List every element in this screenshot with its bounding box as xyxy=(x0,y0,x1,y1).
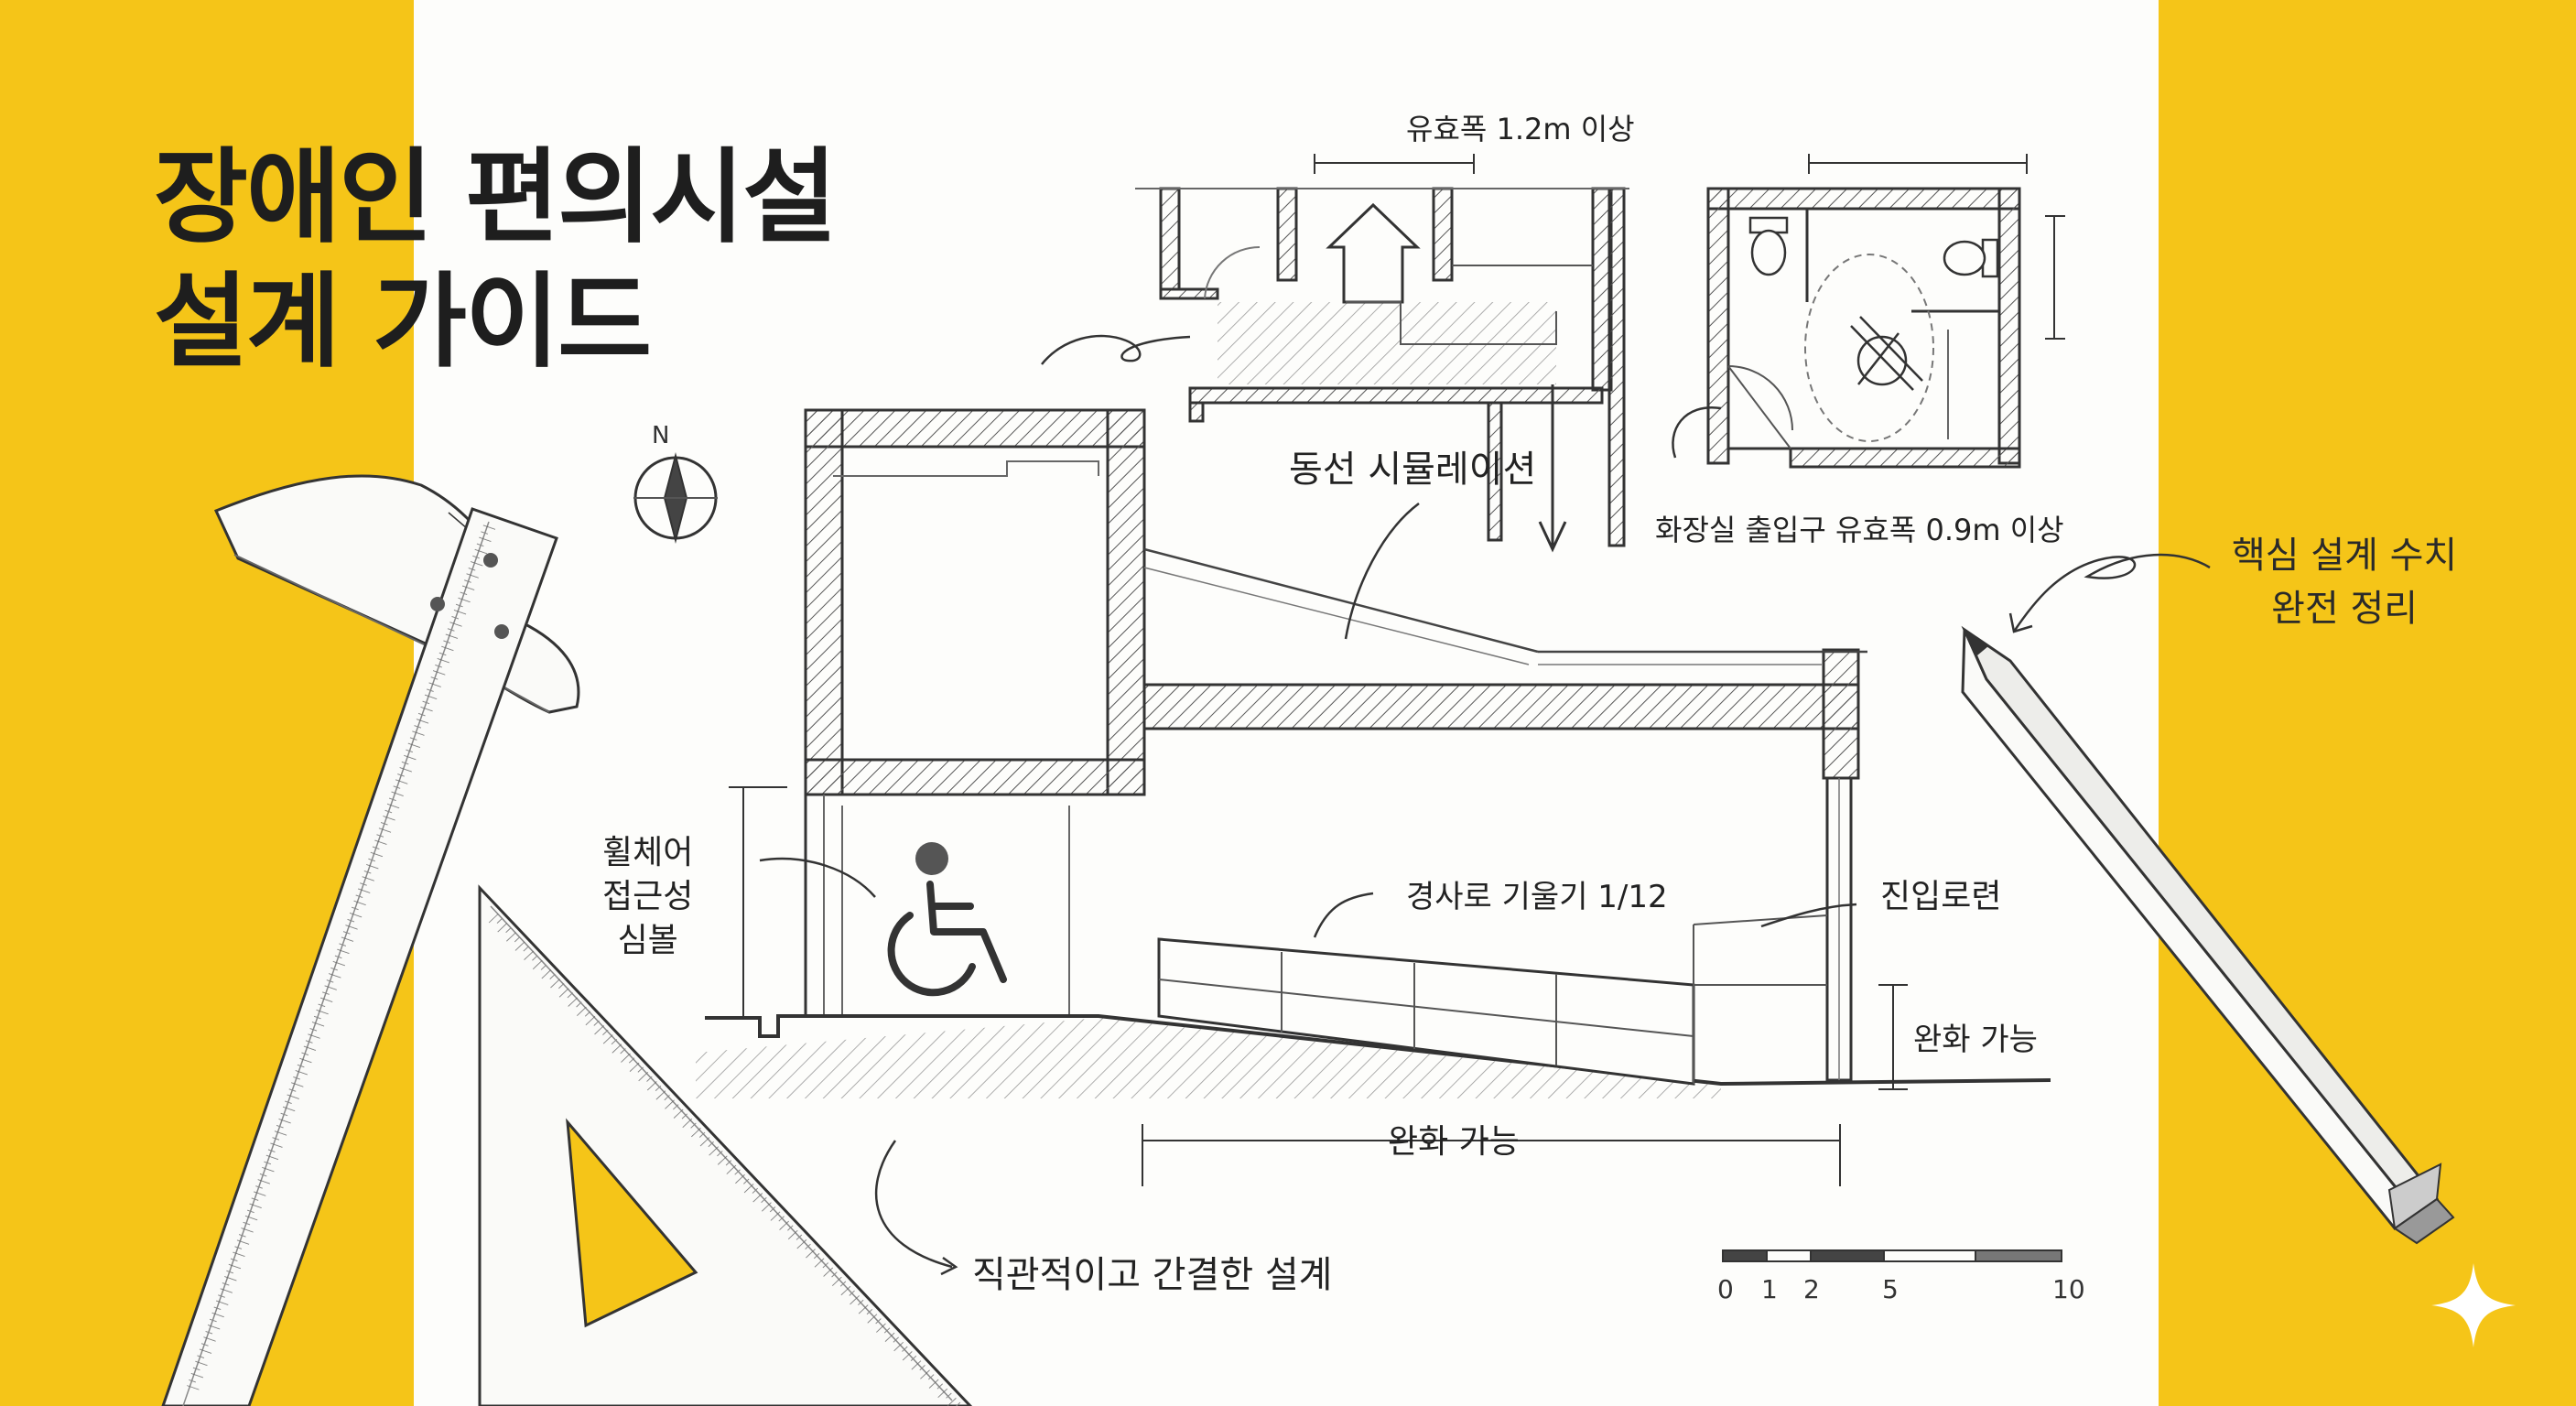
toilet-icon xyxy=(1748,216,1999,278)
wheelchair-plan-icon xyxy=(1850,316,1923,391)
ramp-slope-label: 경사로 기울기 1/12 xyxy=(1406,879,1668,915)
scale-tick-1: 1 xyxy=(1761,1274,1778,1304)
corridor-width-label: 유효폭 1.2m 이상 xyxy=(1406,112,1635,146)
compass-icon: N xyxy=(633,422,718,544)
key-figures-line-1: 핵심 설계 수치 xyxy=(2232,535,2458,577)
key-figures-note: 핵심 설계 수치 완전 정리 xyxy=(2232,529,2457,635)
toilet-door-label: 화장실 출입구 유효폭 0.9m 이상 xyxy=(1655,513,2064,547)
intuitive-design-label: 직관적이고 간결한 설계 xyxy=(972,1254,1333,1296)
title-line-1: 장애인 편의시설 xyxy=(154,138,837,257)
page-title: 장애인 편의시설 설계 가이드 xyxy=(154,135,837,384)
scale-tick-10: 10 xyxy=(2052,1274,2085,1304)
scale-bar-labels: 0 1 2 5 10 xyxy=(1714,1274,2085,1311)
section-upper-wall xyxy=(804,408,1146,796)
wheelchair-label-line-3: 심볼 xyxy=(617,922,678,959)
wheelchair-label-line-2: 접근성 xyxy=(602,878,694,915)
key-figures-line-2: 완전 정리 xyxy=(2271,588,2419,630)
leader-lines xyxy=(759,503,2211,1276)
t-square-ruler-icon xyxy=(161,474,580,1406)
set-square-triangle-icon xyxy=(478,884,977,1406)
plan-toilet xyxy=(1672,187,2021,469)
section-roof-slab xyxy=(1142,547,1867,780)
sparkle-icon xyxy=(2431,1263,2516,1347)
north-label: N xyxy=(652,422,669,449)
wheelchair-symbol-label: 휠체어 접근성 심볼 xyxy=(602,831,693,963)
section-right-column xyxy=(1825,776,1853,1082)
title-line-2: 설계 가이드 xyxy=(154,263,652,382)
scale-tick-5: 5 xyxy=(1882,1274,1899,1304)
level-change-label: 진입로련 xyxy=(1880,878,2002,915)
dimension-lines xyxy=(729,154,2065,1186)
pencil-icon xyxy=(1961,625,2455,1245)
scale-tick-0: 0 xyxy=(1717,1274,1734,1304)
relief-vertical-label: 완화 가능 xyxy=(1913,1022,2038,1058)
wheelchair-label-line-1: 휠체어 xyxy=(602,834,694,871)
section-lower-wall xyxy=(804,795,1070,1016)
scale-bar xyxy=(1722,1249,2062,1262)
ramp xyxy=(1157,914,1828,1086)
scale-tick-2: 2 xyxy=(1803,1274,1820,1304)
left-yellow-panel xyxy=(0,0,414,1406)
relief-horizontal-label: 완화 가능 xyxy=(1388,1123,1520,1161)
wheelchair-icon xyxy=(887,842,1007,997)
plan-corridor xyxy=(1041,187,1629,553)
circulation-label: 동선 시뮬레이션 xyxy=(1289,449,1537,491)
